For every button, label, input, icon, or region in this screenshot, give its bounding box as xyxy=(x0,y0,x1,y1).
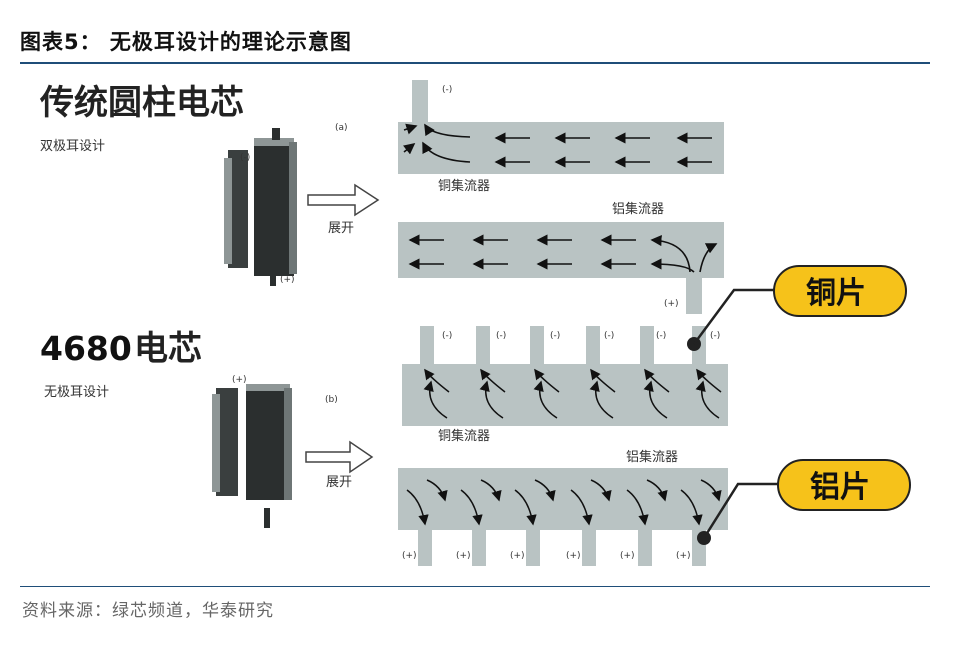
aluminum-flow-arrow xyxy=(426,479,448,502)
copper-flow-arrow xyxy=(643,380,668,419)
traditional-cell-subtitle: 双极耳设计 xyxy=(40,139,105,154)
tab-plus-b4: (+) xyxy=(566,551,581,561)
tab-minus-b1: (-) xyxy=(442,331,452,341)
expand-arrow-a-icon xyxy=(307,183,380,217)
copper-flow-arrow xyxy=(424,368,450,393)
aluminum-flow-arrow xyxy=(626,489,649,526)
tab-plus-b3: (+) xyxy=(510,551,525,561)
expand-arrow-b-icon xyxy=(305,440,374,474)
top-divider xyxy=(20,62,930,64)
label-b: (b) xyxy=(325,395,338,405)
aluminum-flow-arrow xyxy=(590,479,612,502)
tab-plus-b5: (+) xyxy=(620,551,635,561)
aluminum-flow-arrow xyxy=(570,489,593,526)
aluminum-flow-arrow xyxy=(534,479,556,502)
source-note: 资料来源：绿芯频道，华泰研究 xyxy=(22,601,274,621)
copper-flow-arrow xyxy=(479,380,504,419)
tab-plus-a: (+) xyxy=(664,299,679,309)
aluminum-collector-b: 铝集流器 (+) (+) (+) (+) (+) (+) xyxy=(398,449,728,566)
copper-tab-callout: 铜片 xyxy=(687,265,907,351)
copper-flow-arrow xyxy=(534,368,560,393)
copper-tab-label: 铜片 xyxy=(806,276,866,311)
traditional-cell-illustration: (-) (+) xyxy=(224,128,297,286)
copper-collector-label-a: 铜集流器 xyxy=(438,178,490,194)
copper-flow-arrow xyxy=(696,368,722,393)
cell-minus-mark: (-) xyxy=(240,153,250,163)
aluminum-flow-arrow xyxy=(480,479,502,502)
cell-4680-plus-mark: (+) xyxy=(232,375,247,385)
label-a: (a) xyxy=(335,123,348,133)
aluminum-flow-arrow xyxy=(700,479,722,502)
tab-minus-a: (-) xyxy=(442,85,452,95)
tab-minus-b3: (-) xyxy=(550,331,560,341)
figure-title: 图表5： 无极耳设计的理论示意图 xyxy=(20,30,352,54)
copper-flow-arrow xyxy=(533,380,558,419)
aluminum-flow-arrow xyxy=(460,489,483,526)
cell-4680-title-number: 4680 xyxy=(40,329,132,368)
copper-collector-a: (-) 铜集流器 xyxy=(398,80,724,194)
aluminum-flow-arrow xyxy=(646,479,668,502)
aluminum-collector-label-b: 铝集流器 xyxy=(626,449,678,465)
expand-label-a: 展开 xyxy=(328,221,354,236)
aluminum-flow-arrow xyxy=(680,489,703,526)
copper-flow-arrow xyxy=(644,368,670,393)
tab-minus-b2: (-) xyxy=(496,331,506,341)
aluminum-collector-a: 铝集流器 (+) xyxy=(398,201,724,314)
tab-plus-b1: (+) xyxy=(402,551,417,561)
copper-flow-arrow xyxy=(695,380,720,419)
copper-flow-arrow xyxy=(480,368,506,393)
copper-flow-arrow xyxy=(423,380,448,419)
copper-collector-label-b: 铜集流器 xyxy=(438,428,490,444)
tab-plus-b2: (+) xyxy=(456,551,471,561)
cell-4680-subtitle: 无极耳设计 xyxy=(44,385,109,400)
cell-plus-mark: (+) xyxy=(280,275,295,285)
traditional-cell-title: 传统圆柱电芯 xyxy=(39,83,244,123)
tab-minus-b5: (-) xyxy=(656,331,666,341)
bottom-divider xyxy=(20,586,930,587)
copper-collector-b: (-) (-) (-) (-) (-) (-) 铜集流器 xyxy=(402,326,728,444)
copper-flow-arrow xyxy=(589,380,614,419)
tab-minus-b4: (-) xyxy=(604,331,614,341)
cell-4680-illustration: (+) xyxy=(212,375,292,528)
tab-plus-b6: (+) xyxy=(676,551,691,561)
aluminum-collector-label-a: 铝集流器 xyxy=(612,201,664,217)
cell-4680-title-rest: 电芯 xyxy=(134,329,202,369)
copper-flow-arrow xyxy=(590,368,616,393)
aluminum-flow-arrow xyxy=(406,489,429,526)
aluminum-flow-arrow xyxy=(514,489,537,526)
aluminum-tab-label: 铝片 xyxy=(810,470,870,505)
expand-label-b: 展开 xyxy=(326,475,352,490)
tab-minus-b6: (-) xyxy=(710,331,720,341)
aluminum-tab-callout: 铝片 xyxy=(697,459,911,545)
